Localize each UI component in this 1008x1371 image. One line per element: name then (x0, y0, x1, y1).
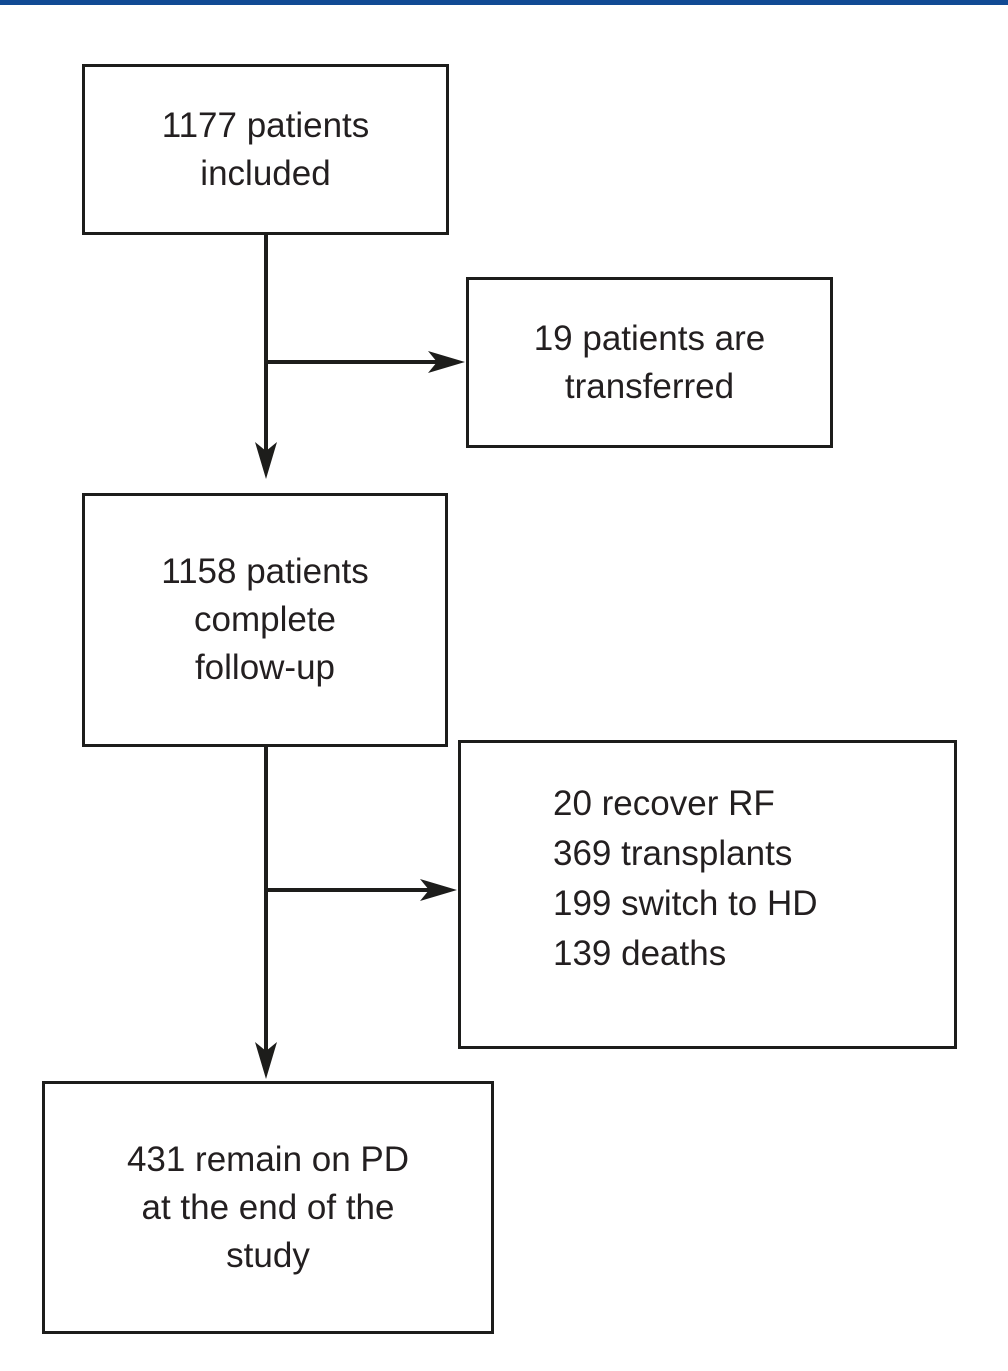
arrowhead-down-icon (255, 1042, 277, 1079)
text-line: 19 patients are (533, 318, 766, 358)
arrowhead-right-icon (420, 879, 457, 901)
text-line: 20 recover RF (553, 783, 775, 823)
text-line: follow-up (194, 648, 336, 687)
flow-box-followup: 1158 patients complete follow-up (82, 493, 448, 747)
text-line: at the end of the (141, 1187, 395, 1227)
text-line: transferred (564, 366, 735, 406)
text-line: 1177 patients (161, 105, 370, 145)
text-line: complete (193, 600, 337, 639)
text-line: study (226, 1235, 310, 1275)
arrowhead-down-icon (255, 442, 277, 479)
flow-box-outcomes: 20 recover RF 369 transplants 199 switch… (458, 740, 957, 1049)
arrowhead-right-icon (428, 351, 465, 373)
text-line: 139 deaths (553, 933, 727, 973)
text-line: 199 switch to HD (553, 883, 818, 923)
flow-box-remain: 431 remain on PD at the end of the study (42, 1081, 494, 1334)
text-line: included (200, 153, 331, 193)
top-accent-bar (0, 0, 1008, 5)
text-line: 431 remain on PD (126, 1139, 410, 1179)
text-line: 1158 patients (161, 552, 369, 591)
text-line: 369 transplants (553, 833, 793, 873)
flow-box-transferred: 19 patients are transferred (466, 277, 833, 448)
flow-box-included: 1177 patients included (82, 64, 449, 235)
